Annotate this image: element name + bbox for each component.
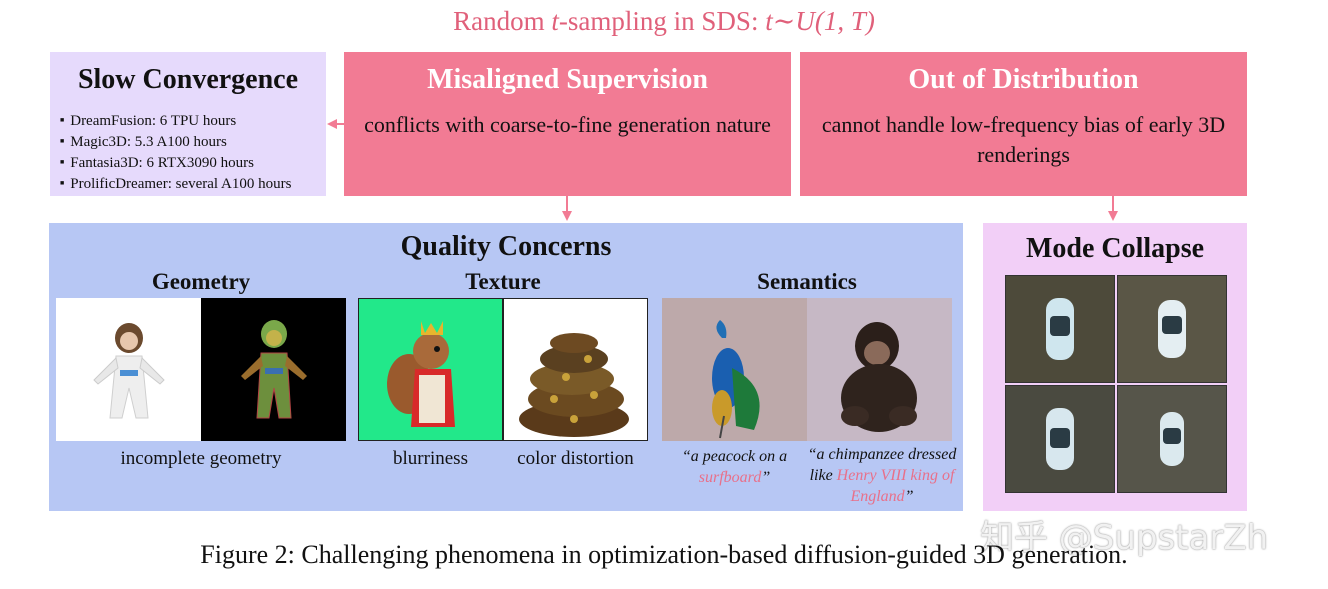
heading-t-variable: t [551, 6, 559, 36]
semantics-chimpanzee-image [807, 298, 952, 441]
watermark: 知乎 @SupstarZh [980, 518, 1269, 558]
quality-concerns-box: Quality Concerns Geometry incomplete geo… [49, 223, 963, 511]
texture-blurry-squirrel-image [358, 298, 503, 441]
quality-concerns-title: Quality Concerns [400, 231, 612, 262]
mode-collapse-car-image-3 [1005, 385, 1115, 493]
slow-convergence-list: DreamFusion: 6 TPU hours Magic3D: 5.3 A1… [60, 110, 291, 194]
list-item: DreamFusion: 6 TPU hours [60, 110, 291, 131]
geometry-title: Geometry [151, 269, 251, 294]
figure-heading: Random t-sampling in SDS: t∼U(1, T) [0, 6, 1328, 37]
semantics-peacock-image [662, 298, 807, 441]
out-of-distribution-box: Out of Distribution cannot handle low-fr… [800, 52, 1247, 196]
slow-convergence-box: Slow Convergence DreamFusion: 6 TPU hour… [50, 52, 326, 196]
misaligned-supervision-desc: conflicts with coarse-to-fine generation… [364, 112, 771, 137]
texture-title: Texture [465, 269, 541, 294]
semantics-title: Semantics [757, 269, 857, 294]
out-of-distribution-title: Out of Distribution [908, 64, 1139, 95]
slow-convergence-title: Slow Convergence [77, 64, 299, 95]
mode-collapse-box: Mode Collapse [983, 223, 1247, 511]
list-item: Magic3D: 5.3 A100 hours [60, 131, 291, 152]
texture-caption-blurriness: blurriness [393, 448, 468, 469]
heading-middle: -sampling in SDS: [558, 6, 766, 36]
mode-collapse-car-image-4 [1117, 385, 1227, 493]
geometry-render-normal-image [201, 298, 346, 441]
out-of-distribution-desc: cannot handle low-frequency bias of earl… [821, 112, 1226, 167]
heading-prefix: Random [453, 6, 552, 36]
texture-color-distortion-image [503, 298, 648, 441]
mode-collapse-title: Mode Collapse [1025, 233, 1205, 264]
misaligned-supervision-box: Misaligned Supervision conflicts with co… [344, 52, 791, 196]
list-item: Fantasia3D: 6 RTX3090 hours [60, 152, 291, 173]
misaligned-supervision-title: Misaligned Supervision [427, 64, 708, 95]
heading-formula: t∼U(1, T) [765, 6, 875, 36]
mode-collapse-car-image-2 [1117, 275, 1227, 383]
list-item: ProlificDreamer: several A100 hours [60, 173, 291, 194]
figure-caption: Figure 2: Challenging phenomena in optim… [200, 540, 1128, 569]
chimpanzee-prompt: “a chimpanzee dressed like Henry VIII ki… [807, 446, 957, 505]
mode-collapse-car-image-1 [1005, 275, 1115, 383]
texture-caption-color-distortion: color distortion [517, 448, 634, 469]
geometry-render-color-image [56, 298, 201, 441]
peacock-prompt: “a peacock on a surfboard” [681, 448, 788, 486]
geometry-caption: incomplete geometry [120, 448, 282, 469]
